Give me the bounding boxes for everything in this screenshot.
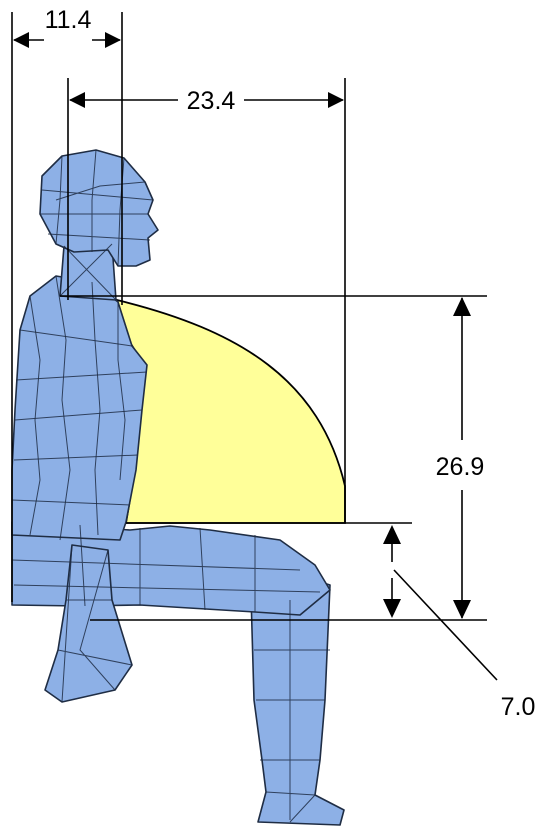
label-vertical-height: 26.9 — [436, 453, 485, 481]
torso — [11, 275, 148, 541]
dimension-reach-depth: 23.4 — [69, 87, 344, 115]
label-thigh-clearance: 7.0 — [501, 693, 536, 721]
dimension-vertical-height: 26.9 — [436, 297, 485, 619]
forearm-hand — [44, 544, 133, 703]
dimension-shoulder-offset: 11.4 — [13, 6, 121, 48]
seated-human-figure — [11, 149, 345, 826]
mesh-lines — [11, 149, 330, 823]
dimension-thigh-clearance: 7.0 — [383, 525, 535, 721]
leader-line — [393, 569, 498, 681]
head — [39, 149, 159, 267]
lower-leg — [249, 559, 345, 826]
reach-envelope — [115, 298, 346, 524]
label-shoulder-offset: 11.4 — [45, 6, 92, 34]
label-reach-depth: 23.4 — [187, 87, 236, 115]
